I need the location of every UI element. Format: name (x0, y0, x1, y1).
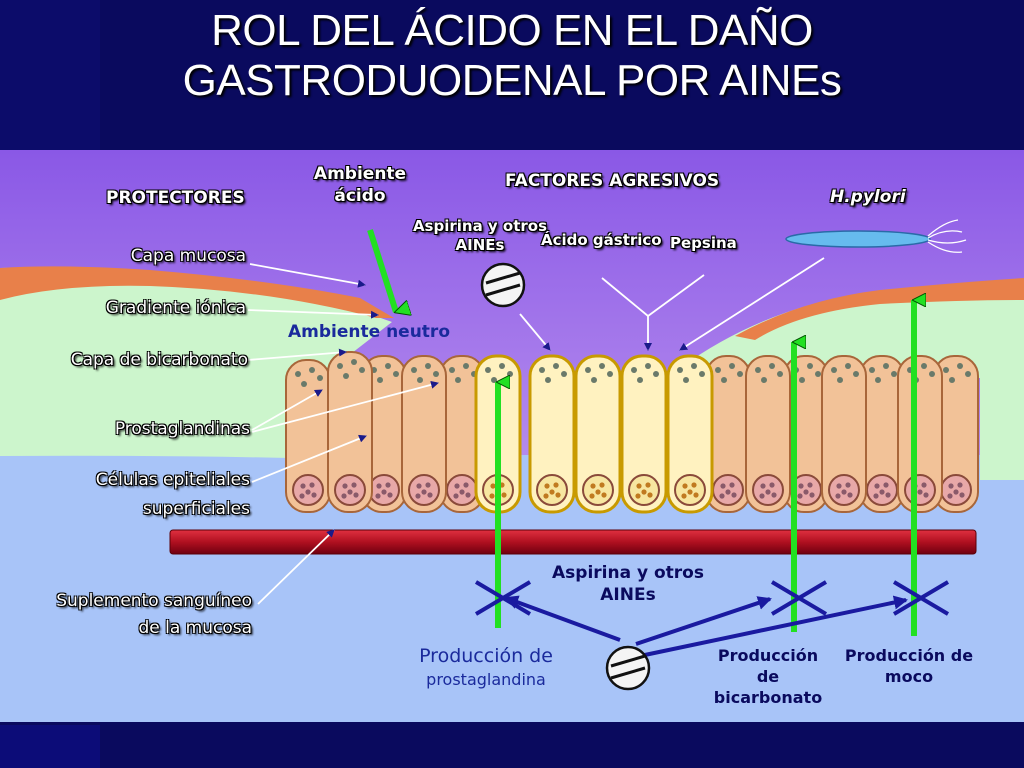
aspirina-top-line-1: Aspirina y otros (412, 217, 548, 235)
epithelial-cell (666, 354, 714, 514)
suplemento-sanguineo-label: Suplemento sanguíneo de la mucosa (56, 588, 252, 642)
production-arrows (495, 300, 914, 636)
h-pylori-label: H.pylori (830, 187, 906, 207)
suplemento-line-2: de la mucosa (138, 618, 252, 638)
title-line-2: GASTRODUODENAL POR AINEs (182, 56, 842, 105)
epithelial-cell (439, 355, 485, 513)
prod-prosta-line-2: prostaglandina (426, 670, 546, 689)
epithelial-cell (327, 351, 373, 513)
title-corner (0, 0, 100, 150)
block-to-moco (639, 595, 908, 658)
epithelial-cell (745, 355, 791, 513)
pointer-prosta-2 (251, 380, 439, 433)
prod-prosta-line-1: Producción de (419, 645, 553, 667)
title-line-1: ROL DEL ÁCIDO EN EL DAÑO (211, 6, 813, 55)
pointer-suplemento (257, 529, 335, 605)
pointer-celulas (251, 434, 367, 483)
ambiente-neutro-label: Ambiente neutro (288, 322, 450, 342)
produccion-bicarbonato-label: Producción de bicarbonato (700, 645, 836, 708)
block-to-prosta (504, 595, 621, 642)
factores-agresivos-label: FACTORES AGRESIVOS (505, 171, 720, 191)
epithelial-cell (933, 355, 979, 513)
capa-mucosa-label: Capa mucosa (130, 246, 246, 266)
prod-moco-line-2: moco (884, 667, 934, 686)
pointer-gradiente (247, 309, 379, 319)
blood-vessel (169, 529, 977, 555)
pepsina-label: Pepsina (670, 234, 737, 252)
aspirina-bottom-line-2: AINEs (600, 585, 656, 605)
prod-bicarb-line-1: Producción (717, 646, 819, 665)
cross-bicarb (770, 580, 828, 616)
prod-bicarb-line-3: bicarbonato (713, 688, 823, 707)
prod-bicarb-line-2: de (756, 667, 780, 686)
mucus-layer-right (735, 278, 1024, 340)
epithelial-cells (285, 351, 979, 514)
ambiente-acido-line-1: Ambiente (313, 164, 407, 184)
h-pylori-bacterium (785, 219, 967, 253)
pointer-aspirina (519, 313, 551, 351)
aspirina-top-label: Aspirina y otros AINEs (400, 217, 560, 255)
produccion-prostaglandina-label: Producción de prostaglandina (396, 644, 576, 692)
pill-icon-bottom (605, 645, 651, 691)
cross-prosta (474, 580, 532, 616)
epithelial-cell (620, 354, 668, 514)
block-crosses (474, 580, 950, 616)
mucus-layer-left (0, 266, 394, 318)
prod-moco-line-1: Producción de (844, 646, 974, 665)
pointer-capa-mucosa (249, 263, 366, 288)
pointer-acido-b (647, 274, 705, 317)
epithelial-cell (897, 355, 943, 513)
celulas-line-2: superficiales (142, 499, 250, 519)
aspirina-bottom-line-1: Aspirina y otros (552, 563, 704, 583)
bottom-corner (0, 725, 100, 768)
epithelial-cell (821, 355, 867, 513)
epithelial-cell (401, 355, 447, 513)
ambiente-acido-line-2: ácido (334, 186, 386, 206)
inhibition-arrows (504, 595, 908, 658)
celulas-epiteliales-label: Células epiteliales superficiales (96, 466, 250, 524)
epithelial-cell (285, 359, 331, 513)
produccion-moco-label: Producción de moco (834, 645, 984, 687)
slide-title: ROL DEL ÁCIDO EN EL DAÑO GASTRODUODENAL … (0, 6, 1024, 106)
protectores-label: PROTECTORES (106, 188, 245, 208)
pointer-bicarbonato (247, 348, 347, 361)
pill-icon-top (480, 262, 526, 308)
pointer-pylori (679, 257, 825, 351)
epithelial-cell (528, 354, 576, 514)
cross-moco (892, 580, 950, 616)
suplemento-line-1: Suplemento sanguíneo (56, 591, 252, 611)
pointer-prosta-1 (251, 389, 323, 431)
neutral-zone-left (0, 267, 392, 458)
pointer-arrows (247, 257, 825, 605)
aspirina-bottom-label: Aspirina y otros AINEs (528, 562, 728, 606)
acid-arrow (367, 229, 396, 312)
celulas-line-1: Células epiteliales (95, 470, 250, 490)
pointer-acido-a (601, 277, 649, 317)
bottom-band (0, 722, 1024, 768)
capa-bicarbonato-label: Capa de bicarbonato (70, 350, 248, 370)
epithelial-cell (574, 354, 622, 514)
acido-gastrico-label: Ácido gástrico (541, 231, 662, 249)
ambiente-acido-label: Ambiente ácido (300, 163, 420, 207)
aspirina-top-line-2: AINEs (455, 236, 505, 254)
prostaglandinas-label: Prostaglandinas (114, 419, 250, 439)
epithelial-cell (705, 355, 751, 513)
gradiente-ionica-label: Gradiente iónica (105, 298, 246, 318)
block-to-bicarb (635, 596, 772, 646)
